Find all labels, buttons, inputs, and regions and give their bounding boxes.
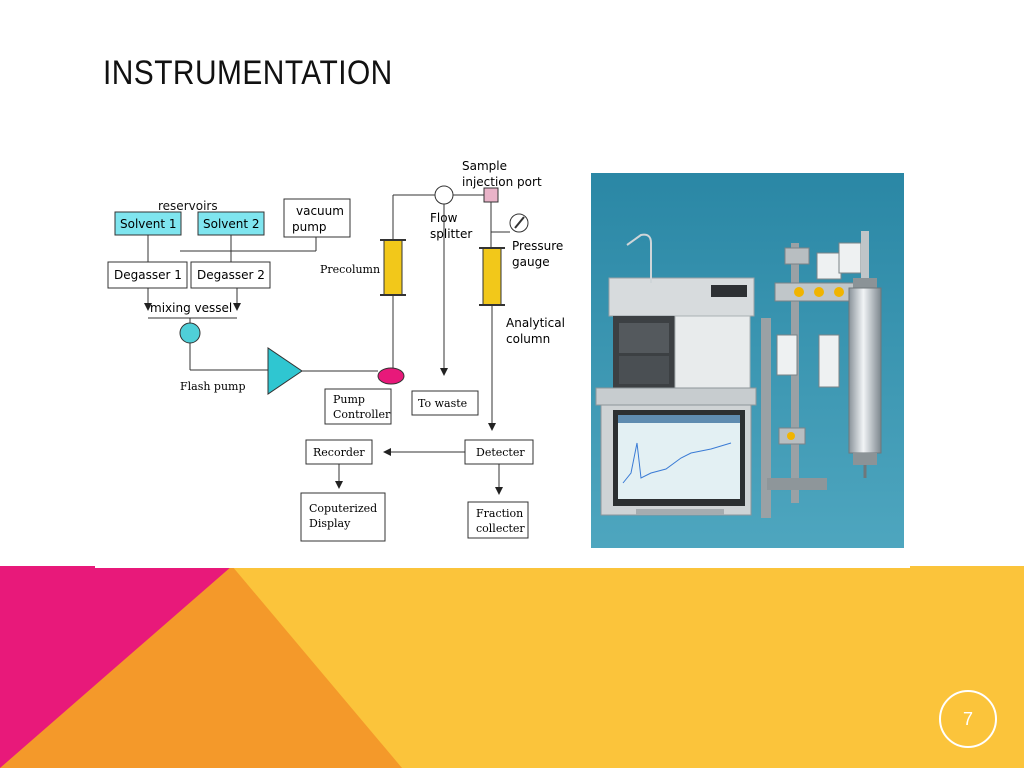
flow-splitter-icon xyxy=(434,185,454,205)
sample-port-label-2: injection port xyxy=(462,175,542,189)
flow-splitter-label-2: splitter xyxy=(430,227,472,241)
mixing-vessel-label: mixing vessel xyxy=(150,301,232,315)
reservoirs-label: reservoirs xyxy=(158,199,218,213)
pressure-gauge-label-1: Pressure xyxy=(512,239,563,253)
precolumn-icon xyxy=(383,239,403,296)
page-number: 7 xyxy=(939,690,997,748)
recorder-box xyxy=(305,439,373,465)
recorder-label: Recorder xyxy=(313,446,365,459)
display-label-1: Coputerized xyxy=(309,502,377,515)
vacuum-pump-box xyxy=(283,198,351,238)
flash-pump-label: Flash pump xyxy=(180,380,246,393)
degasser-2-label: Degasser 2 xyxy=(197,268,265,282)
to-waste-label: To waste xyxy=(418,397,467,410)
fraction-collector-box xyxy=(467,501,529,539)
solvent-2-label: Solvent 2 xyxy=(203,217,260,231)
display-box xyxy=(300,492,386,542)
pump-controller-icon xyxy=(377,367,405,385)
gauge-needle xyxy=(514,216,525,229)
magenta-triangle xyxy=(0,566,232,768)
white-strip xyxy=(95,555,910,568)
hplc-instrument-photo xyxy=(591,173,904,548)
degasser-2-box xyxy=(190,261,271,289)
degasser-1-label: Degasser 1 xyxy=(114,268,182,282)
degasser-1-box xyxy=(107,261,188,289)
fraction-label-2: collecter xyxy=(476,522,525,535)
slide-title: INSTRUMENTATION xyxy=(103,54,393,92)
fraction-label-1: Fraction xyxy=(476,507,523,520)
mixing-vessel-icon xyxy=(179,322,201,344)
analytical-column-icon xyxy=(482,247,502,306)
to-waste-box xyxy=(411,390,479,416)
pump-controller-box xyxy=(324,388,392,425)
sample-port-label-1: Sample xyxy=(462,159,507,173)
detector-box xyxy=(464,439,534,465)
injection-port-icon xyxy=(483,187,499,203)
vacuum-pump-label-1: vacuum xyxy=(296,204,344,218)
solvent-1-label: Solvent 1 xyxy=(120,217,177,231)
precolumn-label: Precolumn xyxy=(320,263,380,276)
analytical-column-label-2: column xyxy=(506,332,550,346)
pressure-gauge-label-2: gauge xyxy=(512,255,550,269)
vacuum-pump-label-2: pump xyxy=(292,220,327,234)
detector-label: Detecter xyxy=(476,446,525,459)
pump-controller-label-2: Controller xyxy=(333,408,391,421)
analytical-column-label-1: Analytical xyxy=(506,316,565,330)
pump-controller-label-1: Pump xyxy=(333,393,365,406)
flash-pump-icon xyxy=(267,347,303,395)
display-label-2: Display xyxy=(309,517,351,530)
